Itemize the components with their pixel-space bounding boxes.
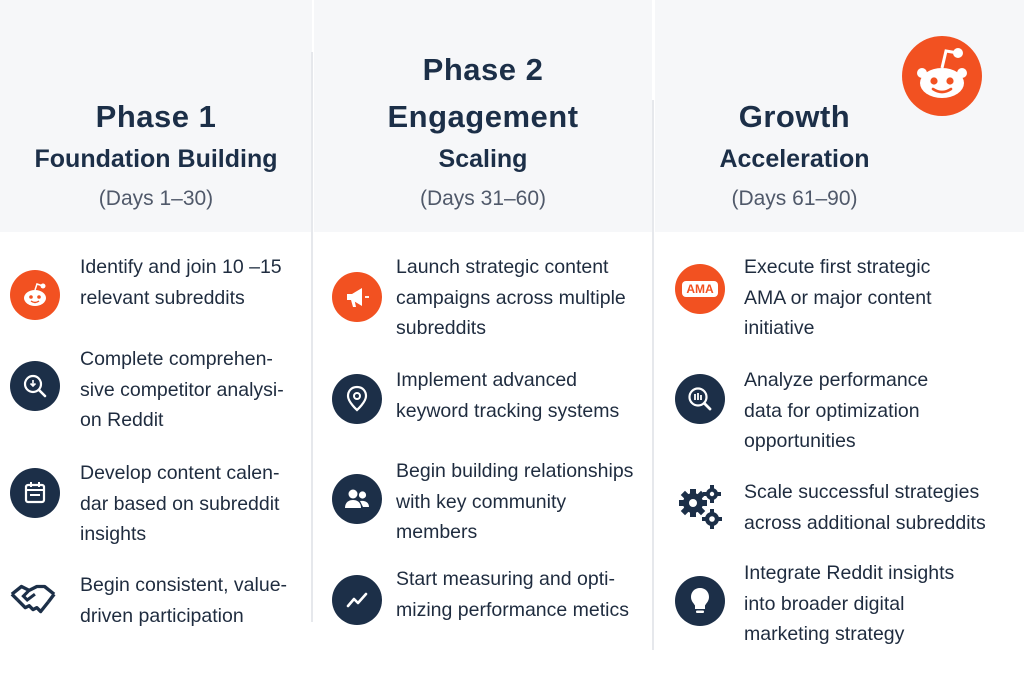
item-line: members [396,521,478,543]
phase-1-header: Phase 1 Foundation Building (Days 1–30) [0,0,312,232]
column-divider [652,100,654,650]
megaphone-icon [332,272,382,322]
reddit-logo-icon [902,36,982,116]
item-line: driven participation [80,604,244,627]
item-line: Begin consistent, value- [80,574,288,596]
item-line: Integrate Reddit insights [744,562,955,584]
phase-3-header: Growth Acceleration (Days 61–90) [655,0,1024,232]
phase-2-days: (Days 31–60) [419,187,547,210]
phase-2-title: Phase 2 [422,52,544,87]
lightbulb-icon [675,576,725,626]
item-line: Identify and join 10 –15 [80,256,282,278]
phase-3-subtitle: Acceleration [719,145,870,173]
calendar-icon [10,468,60,518]
item-line: subreddits [396,317,486,339]
item-line: campaigns across multiple [396,286,626,309]
item-line: data for optimization [744,399,920,422]
reddit-alien-icon [10,270,60,320]
item-line: Scale successful strategies [744,481,980,503]
gears-icon [675,481,727,533]
item-line: Develop content calen- [80,462,280,484]
item-line: opportunities [744,430,856,452]
search-download-icon [10,361,60,411]
ama-badge-label: AMA [682,281,718,297]
phase-1-subtitle: Foundation Building [34,145,278,173]
column-divider [311,52,313,622]
item-line: mizing performance metics [396,598,629,621]
phase-3-title: Growth [738,99,851,134]
item-line: on Reddit [80,409,164,431]
item-line: relevant subreddits [80,286,245,309]
handshake-icon [8,574,58,624]
item-line: Execute first strategic [744,256,931,278]
people-icon [332,474,382,524]
phase-3-column: Growth Acceleration (Days 61–90) AMA Exe… [655,0,1024,683]
phase-2-title-line2: Engagement [387,99,579,134]
trend-line-icon [332,575,382,625]
item-line: AMA or major content [744,286,932,309]
item-line: Implement advanced [396,369,578,391]
phase-2-subtitle: Scaling [438,145,528,173]
ama-badge-icon: AMA [675,264,725,314]
phase-2-column: Phase 2 Engagement Scaling (Days 31–60) … [314,0,652,683]
analyze-chart-icon [675,374,725,424]
item-line: Complete comprehen- [80,348,273,370]
item-line: sive competitor analysi- [80,378,284,401]
item-line: marketing strategy [744,623,905,645]
item-line: Launch strategic content [396,256,609,278]
item-line: Begin building relationships [396,460,634,482]
item-line: keyword tracking systems [396,399,620,422]
item-line: insights [80,523,147,545]
item-line: into broader digital [744,592,905,615]
item-line: dar based on subreddit [80,492,280,515]
item-line: across additional subreddits [744,511,986,534]
phase-2-header: Phase 2 Engagement Scaling (Days 31–60) [314,0,652,232]
phase-1-column: Phase 1 Foundation Building (Days 1–30) … [0,0,312,683]
item-line: Start measuring and opti- [396,568,615,590]
item-line: Analyze performance [744,369,929,391]
phase-1-title: Phase 1 [95,99,217,134]
item-line: with key community [396,490,567,513]
item-line: initiative [744,317,815,339]
phase-1-days: (Days 1–30) [98,187,214,210]
phase-3-days: (Days 61–90) [731,187,858,210]
location-pin-icon [332,374,382,424]
